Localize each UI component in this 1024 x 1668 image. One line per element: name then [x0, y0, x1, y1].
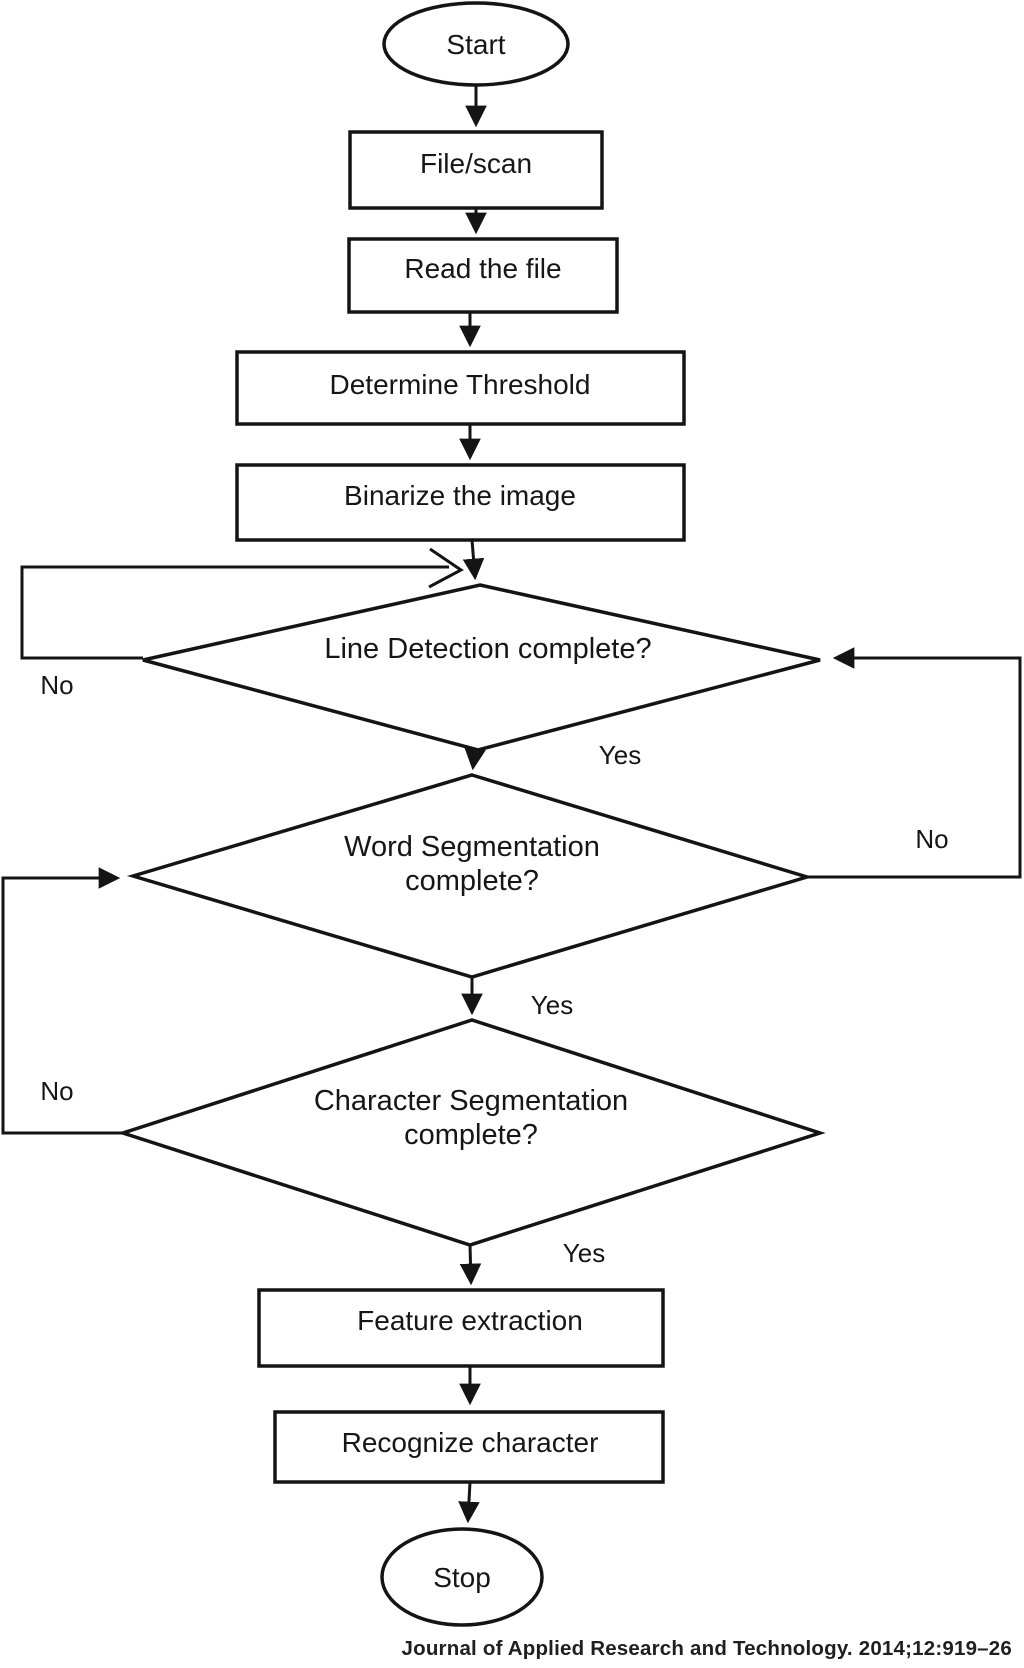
stop-node [380, 1527, 544, 1627]
connector-binarize-to-line-detection [462, 539, 485, 581]
char-segmentation-node [117, 1018, 826, 1247]
connector-word-segmentation-no-loop [807, 647, 1022, 879]
determine-threshold-node [235, 350, 686, 426]
word-segmentation-node-label-line2: complete? [405, 865, 539, 897]
word-segmentation-node [126, 773, 814, 979]
recognize-character-node-label: Recognize character [342, 1427, 599, 1458]
line-detection-node-label: Line Detection complete? [324, 633, 651, 665]
stop-node-label: Stop [433, 1562, 491, 1593]
feature-extraction-node [257, 1288, 665, 1368]
read-file-node [347, 237, 619, 314]
char-segmentation-node-label-line2: complete? [404, 1119, 538, 1151]
start-node [382, 1, 570, 87]
feature-extraction-node-label: Feature extraction [357, 1305, 583, 1336]
connector-recognize-character-to-stop [458, 1481, 480, 1524]
binarize-image-node [235, 463, 686, 542]
char-segmentation-node-label-line1: Character Segmentation [314, 1085, 628, 1117]
word-segmentation-node-label-line1: Word Segmentation [344, 831, 600, 863]
line-detection-node [142, 583, 821, 752]
edge-label-char-segmentation-yes: Yes [563, 1238, 605, 1268]
read-file-node-label: Read the file [404, 253, 561, 284]
start-node-label: Start [446, 29, 505, 60]
file-scan-node-label: File/scan [420, 148, 532, 179]
determine-threshold-node-label: Determine Threshold [330, 369, 591, 400]
arrowhead-open-no-loop [428, 547, 464, 589]
binarize-image-node-label: Binarize the image [344, 480, 576, 511]
edge-label-word-segmentation-no: No [915, 824, 948, 854]
recognize-character-node [273, 1410, 665, 1484]
connector-char-segmentation-no-loop [1, 867, 123, 1135]
edge-label-line-detection-no: No [40, 670, 73, 700]
connector-char-segmentation-to-feature-extraction [459, 1244, 482, 1286]
connector-line-detection-no-loop [20, 565, 449, 660]
file-scan-node [348, 130, 604, 210]
edge-label-word-segmentation-yes: Yes [531, 990, 573, 1020]
edge-label-char-segmentation-no: No [40, 1076, 73, 1106]
journal-caption: Journal of Applied Research and Technolo… [402, 1637, 1012, 1660]
edge-label-line-detection-yes: Yes [599, 740, 641, 770]
